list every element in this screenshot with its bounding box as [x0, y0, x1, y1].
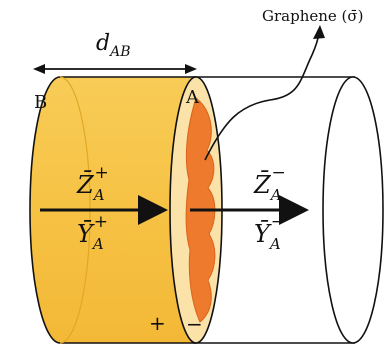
distance-arrowhead-left	[33, 64, 45, 74]
z-minus-label: Z̄A−	[253, 163, 286, 204]
right-cylinder	[193, 76, 384, 344]
z-plus-label: Z̄A+	[76, 163, 109, 204]
transmitted-quantities: Z̄A− ȲA−	[190, 163, 309, 253]
incident-quantities: Z̄A+ ȲA+	[40, 163, 168, 253]
distance-label: dAB	[96, 31, 131, 60]
graphene-leader-line	[204, 32, 320, 161]
minus-sign: −	[186, 312, 203, 336]
graphene-callout: Graphene (σ̄)	[204, 7, 363, 161]
distance-arrowhead-right	[185, 64, 197, 74]
y-minus-label: ȲA−	[254, 212, 285, 253]
plus-sign: +	[149, 311, 166, 335]
graphene-label: Graphene (σ̄)	[262, 7, 363, 25]
distance-dimension: dAB	[33, 31, 197, 74]
y-plus-label: ȲA+	[77, 212, 108, 253]
right-end-face	[322, 76, 384, 344]
graphene-leader-arrowhead	[313, 25, 325, 39]
port-a-label: A	[185, 87, 200, 108]
port-b-label: B	[34, 92, 47, 113]
